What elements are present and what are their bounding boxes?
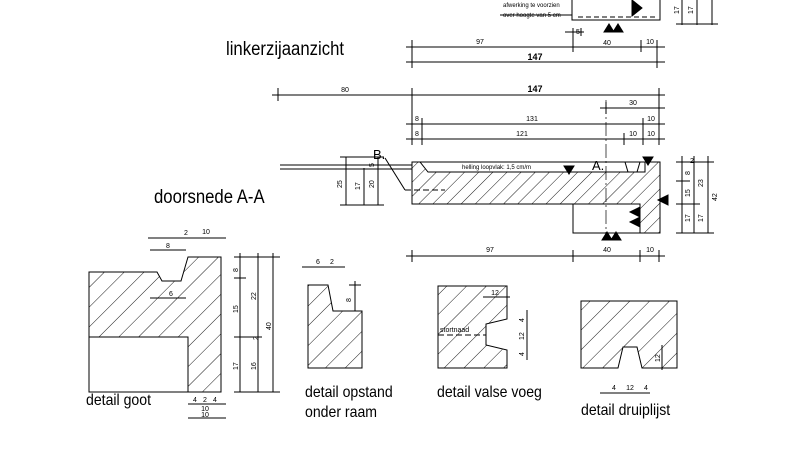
dim-label: 20 [369,180,376,188]
title-detail-goot: detail goot [86,392,151,409]
dim-label: 17 [233,362,240,370]
dim-label: 10 [629,131,637,138]
note-pour-joint: stortnaad [440,327,469,334]
dim-label: 16 [251,362,258,370]
note-finish: afwerking te voorzien [503,3,560,9]
level-marker-icon [628,216,641,228]
section-body [411,161,661,234]
title-section: doorsnede A-A [154,187,265,208]
dim-label: 4 [519,352,526,356]
dim-label: 12 [655,354,662,362]
dim-label: 4 [193,397,197,404]
level-marker-icon [610,231,622,241]
dim-label: 8 [166,243,170,250]
detail-druiplijst [580,300,678,394]
dim-label: 12 [519,332,526,340]
detail-valse-voeg [437,285,528,369]
dim-label: 10 [201,406,209,413]
dim-label: 10 [201,412,209,419]
dim-label: 2 [203,397,207,404]
section-a-a [280,100,714,262]
dim-label: 15 [685,189,692,197]
dim-label: 2 [184,230,188,237]
section-marker-a: A. [592,158,604,173]
dim-label: 80 [341,87,349,94]
dim-label: 10 [647,116,655,123]
slot [624,161,641,173]
note-slope: helling loopvlak: 1,5 cm/m [462,165,531,171]
dim-label: 2 [690,158,694,165]
level-marker-icon [631,0,643,18]
title-detail-druiplijst: detail druiplijst [581,402,671,419]
detail-goot [88,237,280,419]
detail-opstand [302,266,363,369]
dim-label: 6 [169,291,173,298]
opstand-profile [307,284,363,369]
dim-label: 8 [346,298,353,302]
dim-label: 10 [646,247,654,254]
dim-label: 97 [476,39,484,46]
dim-label: 15 [233,305,240,313]
dim-label: 17 [688,6,695,14]
dim-label: 10 [646,39,654,46]
dim-label: 5 [369,163,376,167]
level-marker-icon [656,194,669,206]
dim-label: 8 [415,131,419,138]
dim-label: 17 [685,214,692,222]
dim-label: 97 [486,247,494,254]
level-marker-icon [603,23,615,33]
dim-label: 40 [603,40,611,47]
dim-label: 147 [527,52,542,62]
dim-label: 8 [685,171,692,175]
dim-label: 17 [355,182,362,190]
dim-label: 30 [629,100,637,107]
dim-label: 23 [698,179,705,187]
side-view-body [571,0,661,21]
dim-label: 12 [491,290,499,297]
dim-label: 2 [253,336,260,340]
dim-label: 131 [526,116,538,123]
title-side-view: linkerzijaanzicht [226,39,345,60]
note-finish-height: over hoogte van 5 cm [503,13,561,19]
dim-label: 4 [644,385,648,392]
dim-label: 22 [251,292,258,300]
dimension-chains [272,88,665,145]
level-marker-icon [628,206,641,218]
dim-label: 12 [626,385,634,392]
dim-label: 17 [698,214,705,222]
level-marker-icon [601,231,613,241]
dim-label: 5 [576,29,580,36]
side-view [406,0,718,68]
detail-marker-b: B. [373,147,385,162]
dim-label: 6 [316,259,320,266]
dim-label: 4 [519,318,526,322]
dim-label: 17 [674,6,681,14]
dim-label: 25 [337,180,344,188]
dim-label: 10 [647,131,655,138]
dim-label: 8 [415,116,419,123]
title-detail-valse-voeg: detail valse voeg [437,384,542,401]
dim-label: 4 [213,397,217,404]
title-detail-opstand: detail opstand [305,384,393,401]
dim-label: 8 [233,268,240,272]
level-marker-icon [612,23,624,33]
dim-label: 147 [527,84,542,94]
dim-label: 121 [516,131,528,138]
druiplijst-profile [580,300,678,369]
dim-label: 42 [712,193,719,201]
dim-label: 2 [330,259,334,266]
dim-label: 10 [202,229,210,236]
dim-label: 40 [266,322,273,330]
title-detail-opstand-line2: onder raam [305,404,378,421]
dim-label: 40 [603,247,611,254]
level-marker-icon [563,165,575,175]
level-marker-icon [642,156,654,166]
lower-recess [572,203,641,234]
dim-label: 4 [612,385,616,392]
